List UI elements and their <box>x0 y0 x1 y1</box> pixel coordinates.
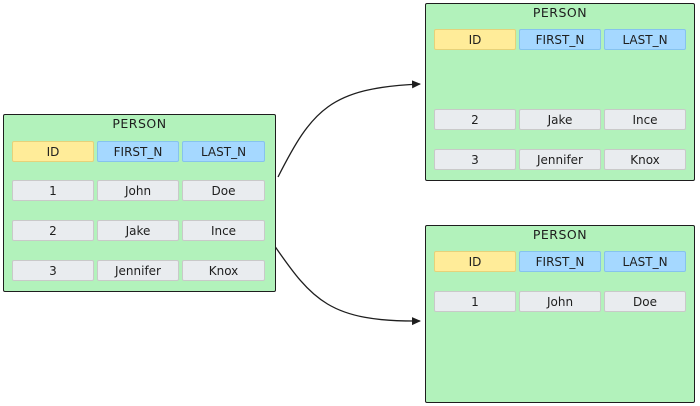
table-cell: 1 <box>12 180 94 201</box>
table-cell: 2 <box>434 109 516 130</box>
header-id: ID <box>434 251 516 272</box>
table-cell: Doe <box>182 180 265 201</box>
table-cell: John <box>519 291 601 312</box>
table-title: PERSON <box>532 5 588 20</box>
header-last-name: LAST_N <box>182 141 265 162</box>
arrow-to-top-table <box>277 80 421 178</box>
table-cell: Jake <box>519 109 601 130</box>
table-cell: Ince <box>604 109 686 130</box>
table-cell: Ince <box>182 220 265 241</box>
source-person-table: PERSON ID FIRST_N LAST_N 1 John Doe 2 Ja… <box>3 114 276 292</box>
table-cell: Knox <box>604 149 686 170</box>
table-cell: Doe <box>604 291 686 312</box>
table-cell: John <box>97 180 179 201</box>
table-cell: 3 <box>434 149 516 170</box>
header-id: ID <box>12 141 94 162</box>
bottom-person-table: PERSON ID FIRST_N LAST_N 1 John Doe <box>425 225 695 403</box>
table-cell: Jennifer <box>97 260 179 281</box>
header-first-name: FIRST_N <box>519 251 601 272</box>
top-person-table: PERSON ID FIRST_N LAST_N 2 Jake Ince 3 J… <box>425 3 695 181</box>
header-first-name: FIRST_N <box>519 29 601 50</box>
table-cell: Jennifer <box>519 149 601 170</box>
table-cell: 1 <box>434 291 516 312</box>
table-title: PERSON <box>112 116 167 131</box>
arrow-to-bottom-table <box>273 244 421 326</box>
table-title: PERSON <box>532 227 588 242</box>
header-id: ID <box>434 29 516 50</box>
table-cell: 3 <box>12 260 94 281</box>
header-last-name: LAST_N <box>604 251 686 272</box>
table-cell: Jake <box>97 220 179 241</box>
header-last-name: LAST_N <box>604 29 686 50</box>
header-first-name: FIRST_N <box>97 141 179 162</box>
table-cell: 2 <box>12 220 94 241</box>
table-cell: Knox <box>182 260 265 281</box>
